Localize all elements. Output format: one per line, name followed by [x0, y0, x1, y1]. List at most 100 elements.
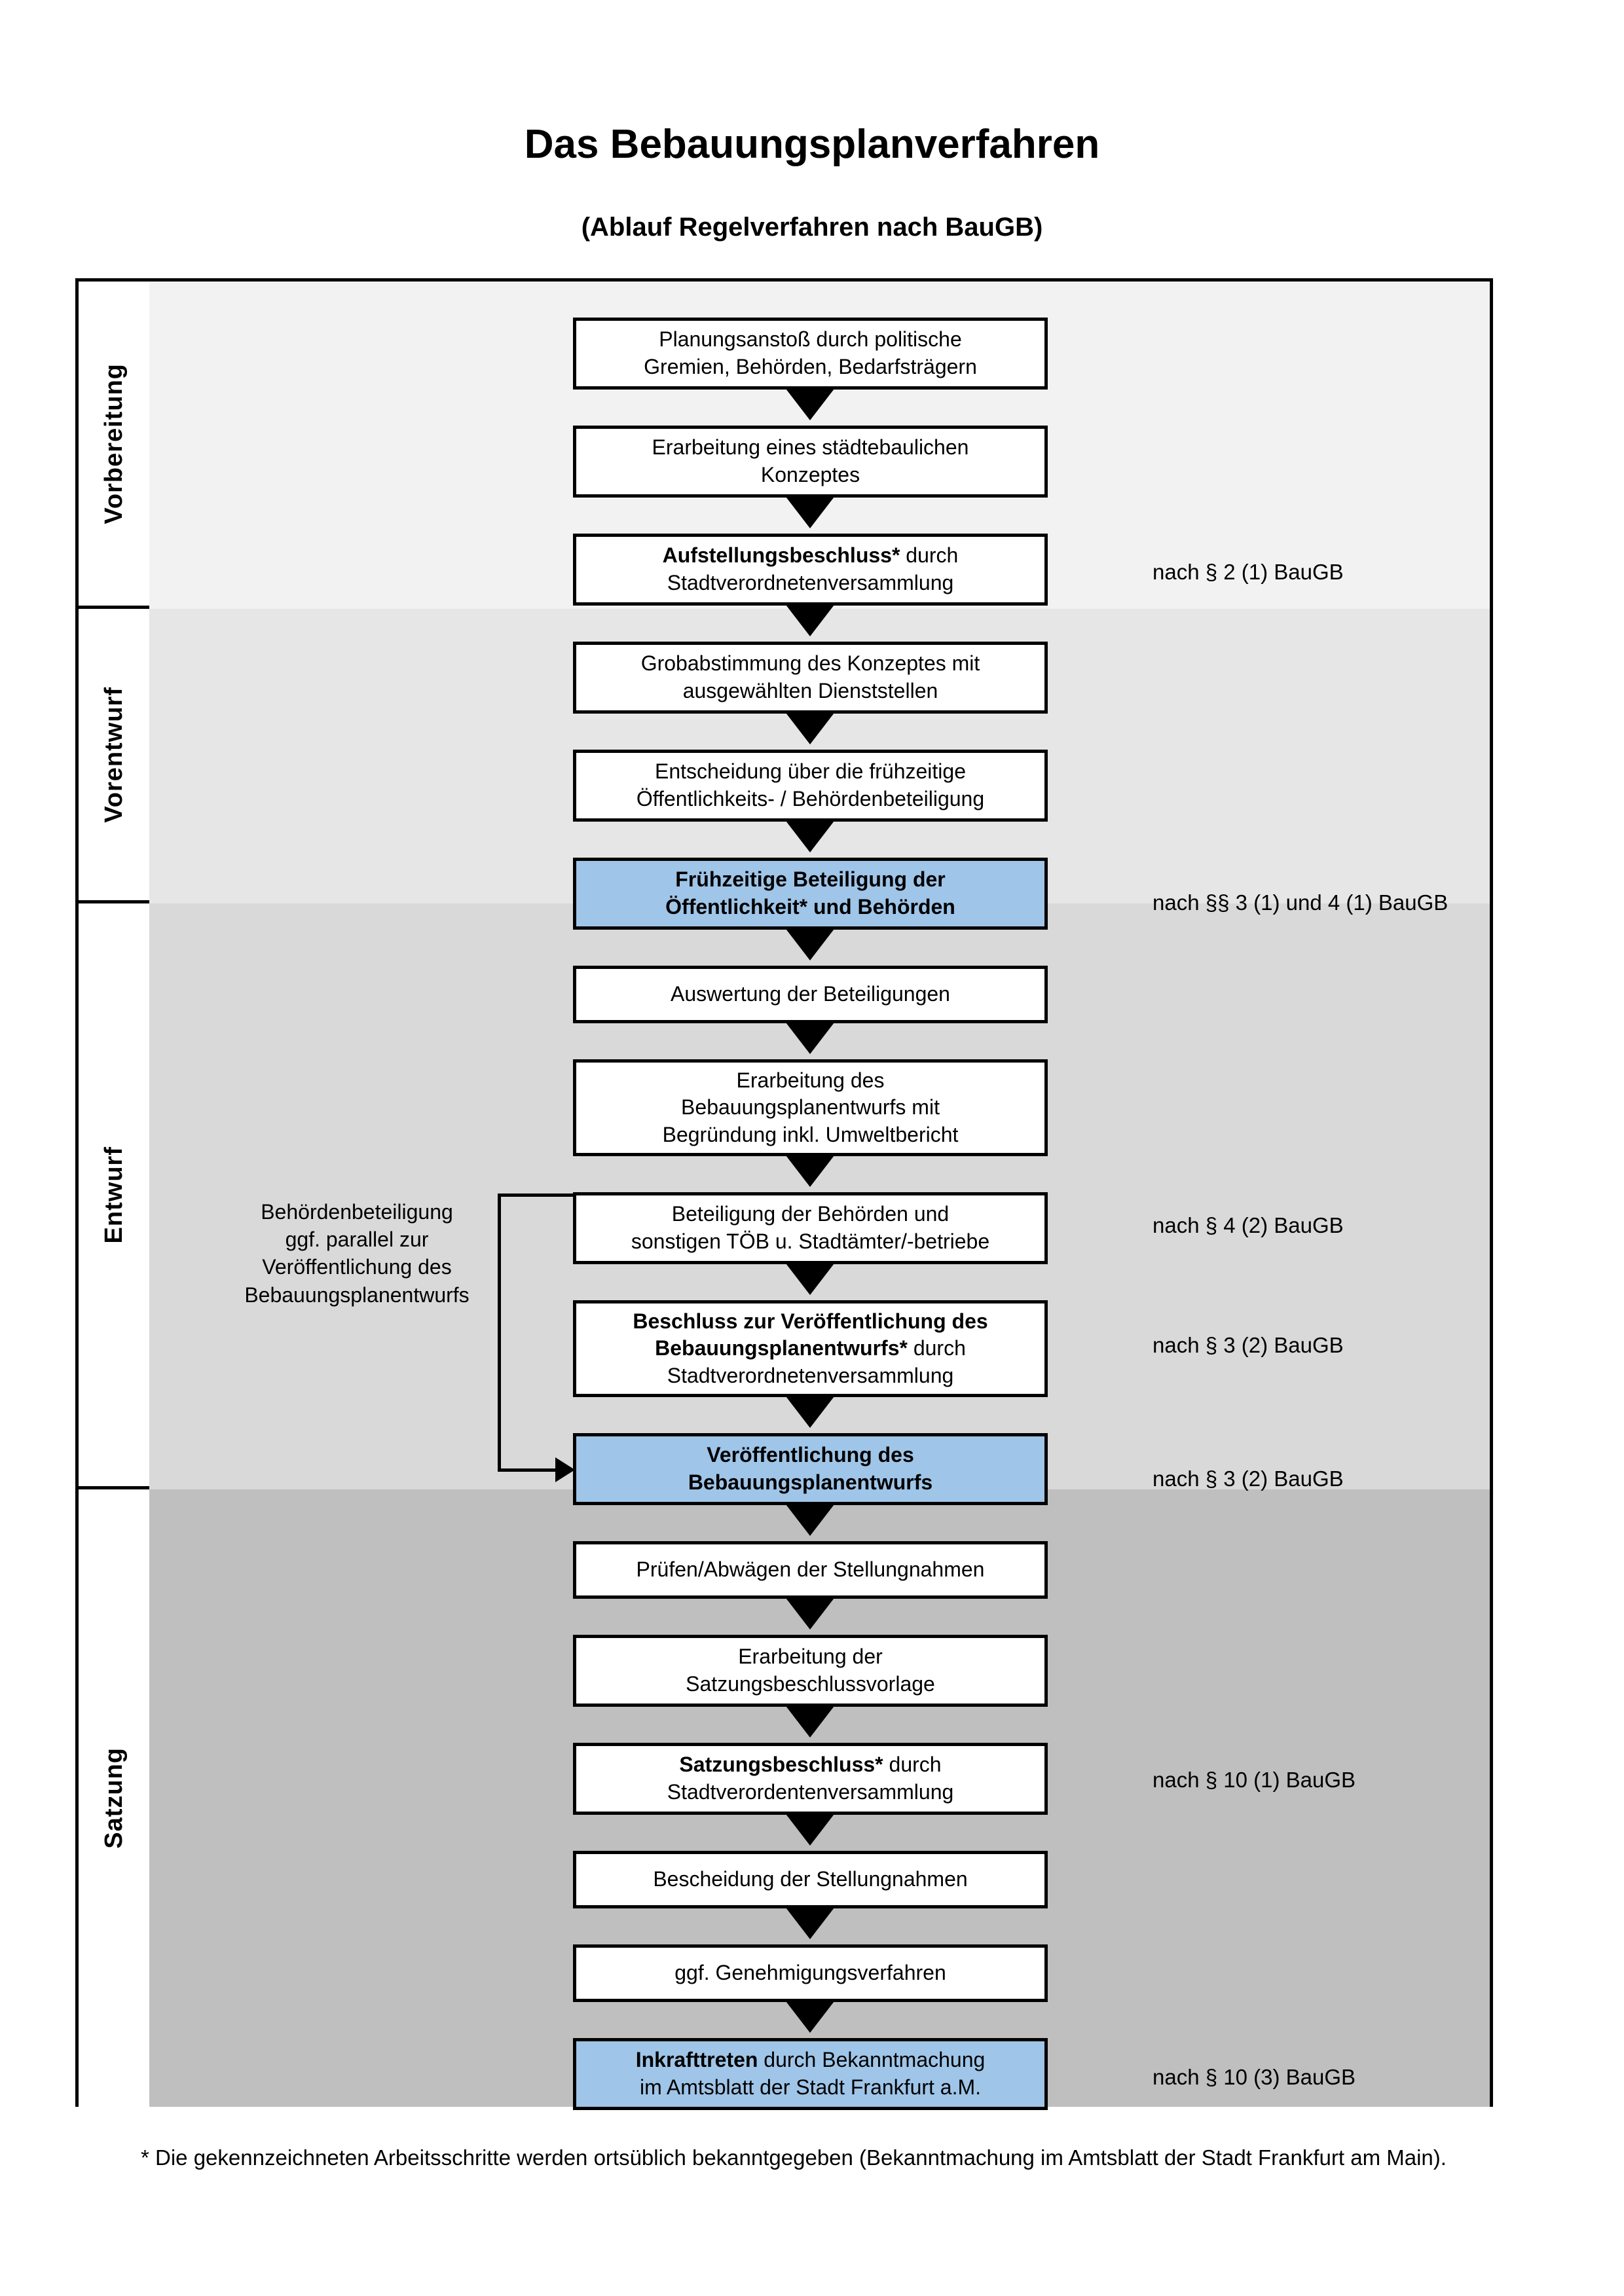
step-bold-lead: Satzungsbeschluss*	[679, 1753, 883, 1777]
step-box-aufstellungsbeschluss[interactable]: Aufstellungsbeschluss* durch Stadtverord…	[573, 534, 1048, 606]
phase-label-text: Vorbereitung	[100, 363, 128, 524]
arrow-down-icon	[784, 1153, 836, 1187]
step-line-1: Auswertung der Beteiligungen	[671, 982, 950, 1006]
step-line-2: Öffentlichkeit* und Behörden	[665, 895, 955, 919]
phase-label-text: Vorentwurf	[100, 686, 128, 823]
step-line-1: Prüfen/Abwägen der Stellungnahmen	[636, 1558, 985, 1582]
step-box-satzungsbeschluss[interactable]: Satzungsbeschluss* durch Stadtverordente…	[573, 1743, 1048, 1815]
step-line-2: im Amtsblatt der Stadt Frankfurt a.M.	[639, 2075, 982, 2099]
step-line-2: Bebauungsplanentwurfs	[688, 1470, 933, 1494]
step-box-erarbeitung-entwurf[interactable]: Erarbeitung des Bebauungsplanentwurfs mi…	[573, 1059, 1048, 1156]
step-line-1: Veröffentlichung des	[707, 1443, 914, 1467]
step-line-1: Bescheidung der Stellungnahmen	[653, 1867, 968, 1891]
step-box-staedtebau-konzept[interactable]: Erarbeitung eines städtebaulichen Konzep…	[573, 426, 1048, 498]
flowchart-frame: Vorbereitung Vorentwurf Entwurf Satzung …	[75, 278, 1493, 2110]
step-line-1: Grobabstimmung des Konzeptes mit	[640, 651, 980, 676]
step-line-1: Entscheidung über die frühzeitige	[655, 759, 966, 784]
step-line-2: Konzeptes	[760, 463, 860, 486]
side-note-line-4: Bebauungsplanentwurfs	[244, 1283, 470, 1307]
legal-note-par3-2a: nach § 3 (2) BauGB	[1153, 1333, 1344, 1357]
step-line-2: Stadtverordnetenversammlung	[667, 571, 954, 594]
arrow-down-icon	[784, 494, 836, 528]
step-lead-tail: durch	[883, 1753, 942, 1777]
step-line-1: Erarbeitung eines städtebaulichen	[652, 435, 969, 460]
step-line-1: Beteiligung der Behörden und	[671, 1202, 950, 1226]
arrow-down-icon	[784, 1999, 836, 2033]
step-box-satzungsbeschlussvorlage[interactable]: Erarbeitung der Satzungsbeschlussvorlage	[573, 1635, 1048, 1707]
legal-note-par10-3: nach § 10 (3) BauGB	[1153, 2065, 1356, 2089]
legal-note-par4-2: nach § 4 (2) BauGB	[1153, 1213, 1344, 1237]
bracket-vertical-segment	[498, 1194, 501, 1472]
step-line-2: Öffentlichkeits- / Behördenbeteiligung	[636, 787, 985, 811]
arrow-down-icon	[784, 1020, 836, 1054]
footnote-text: * Die gekennzeichneten Arbeitsschritte w…	[141, 2145, 1447, 2170]
arrow-down-icon	[784, 1261, 836, 1295]
step-box-inkrafttreten[interactable]: Inkrafttreten durch Bekanntmachung im Am…	[573, 2038, 1048, 2110]
step-box-entscheidung-fruehzeitig[interactable]: Entscheidung über die frühzeitige Öffent…	[573, 750, 1048, 822]
step-box-veroeffentlichung[interactable]: Veröffentlichung des Bebauungsplanentwur…	[573, 1433, 1048, 1505]
step-line-2: Bebauungsplanentwurfs mit	[681, 1095, 940, 1120]
step-line-1: Erarbeitung des	[736, 1068, 885, 1092]
bracket-top-segment	[498, 1194, 575, 1197]
phase-label-text: Entwurf	[100, 1146, 128, 1244]
step-box-fruehzeitige-beteiligung[interactable]: Frühzeitige Beteiligung der Öffentlichke…	[573, 858, 1048, 930]
step-box-auswertung[interactable]: Auswertung der Beteiligungen	[573, 966, 1048, 1023]
page-subtitle: (Ablauf Regelverfahren nach BauGB)	[581, 213, 1043, 242]
phase-label-satzung: Satzung	[79, 1489, 149, 2107]
step-line-2: Satzungsbeschlussvorlage	[686, 1672, 935, 1696]
step-lead-tail: durch	[907, 1336, 966, 1360]
legal-note-par2-1: nach § 2 (1) BauGB	[1153, 560, 1344, 584]
arrow-down-icon	[784, 1812, 836, 1846]
step-lead-tail: durch Bekanntmachung	[758, 2048, 986, 2072]
step-lead-tail: durch	[900, 543, 959, 568]
arrow-down-icon	[784, 1394, 836, 1428]
step-box-planungsanstoss[interactable]: Planungsanstoß durch politische Gremien,…	[573, 318, 1048, 390]
step-line-1: Planungsanstoß durch politische	[659, 327, 962, 352]
step-box-pruefen-abwaegen[interactable]: Prüfen/Abwägen der Stellungnahmen	[573, 1541, 1048, 1599]
step-line-1: Inkrafttreten durch Bekanntmachung	[636, 2047, 986, 2074]
step-box-beschluss-veroeffentlichung[interactable]: Beschluss zur Veröffentlichung des Bebau…	[573, 1300, 1048, 1397]
step-line-1: Erarbeitung der	[738, 1645, 883, 1669]
side-note-line-2: ggf. parallel zur	[285, 1228, 429, 1252]
arrow-down-icon	[784, 818, 836, 852]
step-box-grobabstimmung[interactable]: Grobabstimmung des Konzeptes mit ausgewä…	[573, 642, 1048, 714]
legal-note-par3-2b: nach § 3 (2) BauGB	[1153, 1467, 1344, 1491]
arrow-down-icon	[784, 1595, 836, 1630]
step-box-genehmigungsverfahren[interactable]: ggf. Genehmigungsverfahren	[573, 1944, 1048, 2002]
step-line-1: Frühzeitige Beteiligung der	[675, 867, 946, 892]
arrow-down-icon	[784, 710, 836, 744]
arrow-down-icon	[784, 926, 836, 960]
arrow-down-icon	[784, 602, 836, 636]
page-title: Das Bebauungsplanverfahren	[524, 122, 1100, 167]
phase-label-vorbereitung: Vorbereitung	[79, 282, 149, 609]
step-line-1: ggf. Genehmigungsverfahren	[674, 1961, 946, 1985]
arrow-down-icon	[784, 386, 836, 420]
step-line-2: sonstigen TÖB u. Stadtämter/-betriebe	[631, 1230, 990, 1253]
legal-note-par10-1: nach § 10 (1) BauGB	[1153, 1768, 1356, 1792]
phase-label-entwurf: Entwurf	[79, 903, 149, 1489]
step-line-1: Beschluss zur Veröffentlichung des Bebau…	[581, 1308, 1039, 1362]
step-bold-lead: Aufstellungsbeschluss*	[662, 543, 900, 568]
step-box-beteiligung-behoerden[interactable]: Beteiligung der Behörden und sonstigen T…	[573, 1192, 1048, 1264]
step-line-2: Stadtverordentenversammlung	[667, 1780, 954, 1804]
phase-label-vorentwurf: Vorentwurf	[79, 609, 149, 903]
step-bold-lead: Beschluss zur Veröffentlichung des Bebau…	[633, 1309, 988, 1360]
step-line-1: Aufstellungsbeschluss* durch	[663, 542, 959, 570]
arrow-down-icon	[784, 1502, 836, 1536]
step-box-bescheidung[interactable]: Bescheidung der Stellungnahmen	[573, 1851, 1048, 1908]
arrow-down-icon	[784, 1905, 836, 1939]
phase-label-text: Satzung	[100, 1747, 128, 1849]
bracket-arrowhead-icon	[555, 1457, 575, 1482]
step-line-3: Stadtverordnetenversammlung	[667, 1363, 954, 1387]
step-bold-lead: Inkrafttreten	[635, 2048, 758, 2072]
phase-label-column: Vorbereitung Vorentwurf Entwurf Satzung	[79, 282, 149, 2107]
step-line-3: Begründung inkl. Umweltbericht	[662, 1122, 959, 1146]
step-line-1: Satzungsbeschluss* durch	[667, 1751, 954, 1779]
arrow-down-icon	[784, 1704, 836, 1738]
side-note-behoerdenbeteiligung: Behördenbeteiligung ggf. parallel zur Ve…	[196, 1198, 517, 1309]
legal-note-par3-4-1: nach §§ 3 (1) und 4 (1) BauGB	[1153, 890, 1449, 915]
bracket-bottom-segment	[498, 1468, 558, 1472]
step-line-2: Gremien, Behörden, Bedarfsträgern	[644, 355, 977, 378]
step-line-2: ausgewählten Dienststellen	[682, 679, 938, 702]
